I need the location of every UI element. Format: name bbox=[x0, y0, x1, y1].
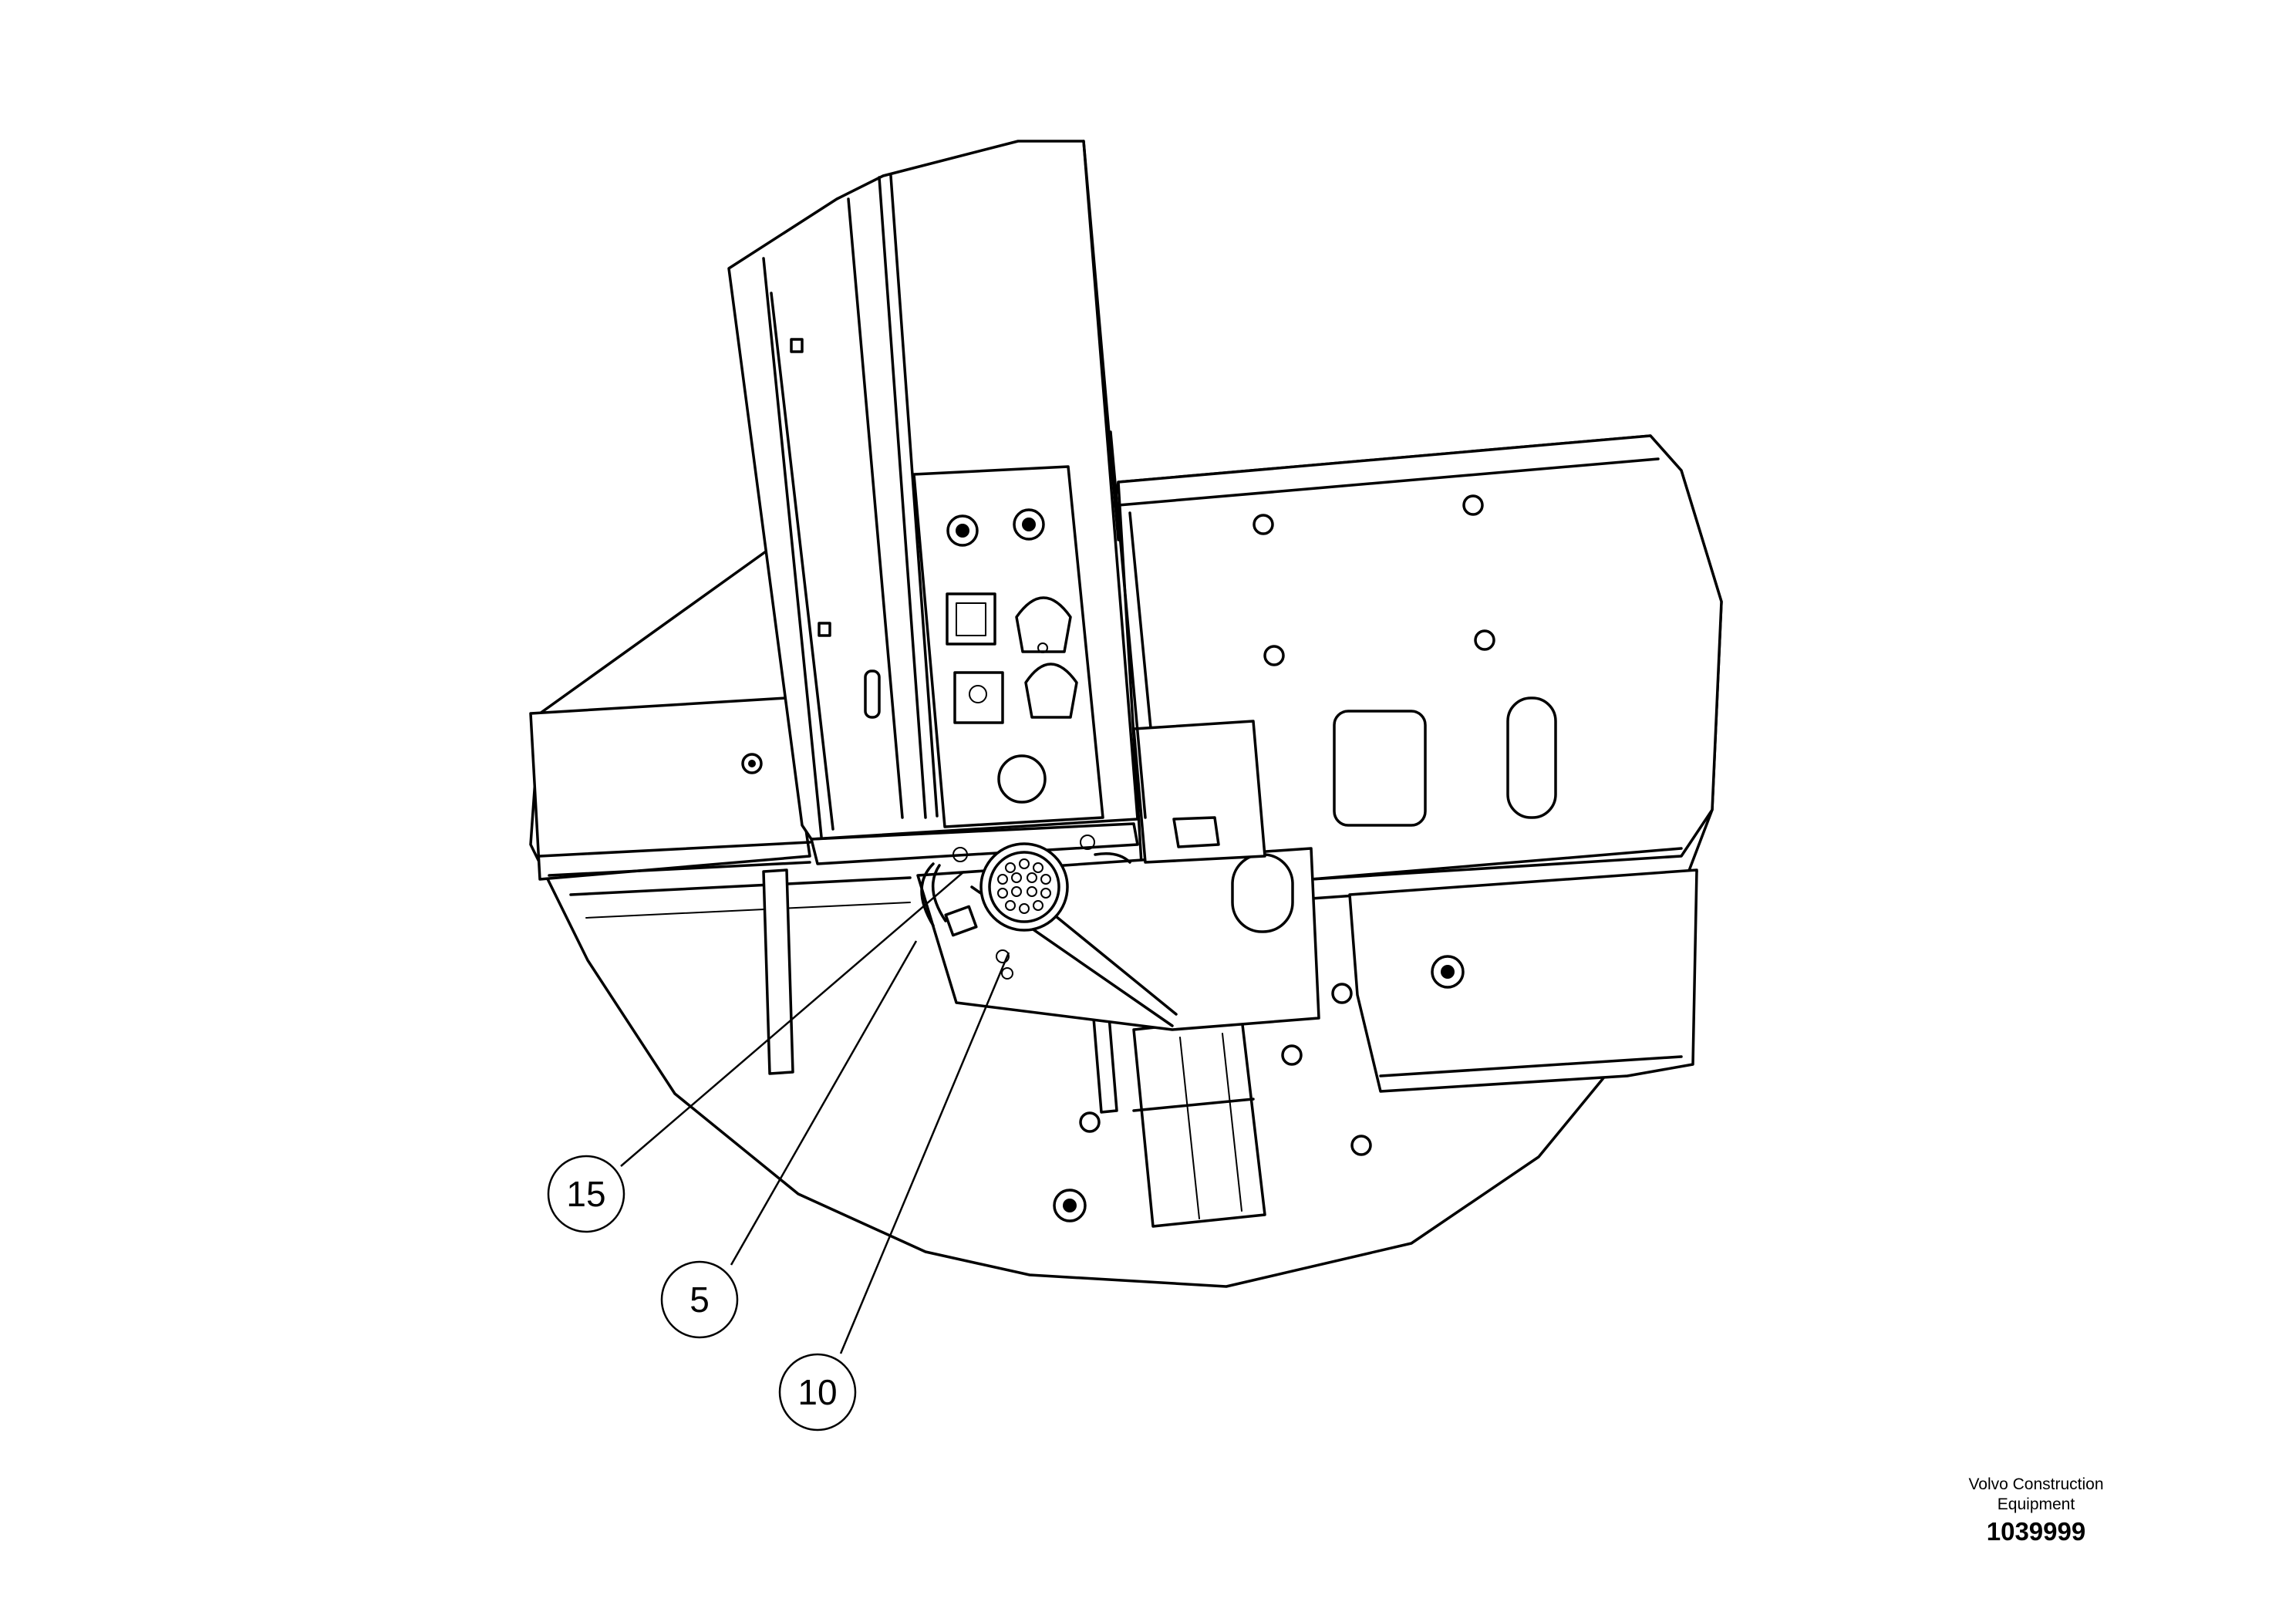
nut-icon bbox=[946, 514, 979, 547]
svg-text:15: 15 bbox=[566, 1174, 605, 1214]
nut-icon bbox=[1079, 1111, 1101, 1133]
control-box bbox=[727, 140, 1147, 865]
leader-line-15 bbox=[620, 871, 965, 1167]
socket-round-icon bbox=[1024, 663, 1078, 719]
socket-square-icon bbox=[946, 592, 996, 646]
callout-10: 10 bbox=[778, 1353, 857, 1431]
leader-line-5 bbox=[730, 940, 918, 1266]
right-plate bbox=[1053, 434, 1723, 1222]
leader-line-10 bbox=[839, 952, 1010, 1354]
svg-text:10: 10 bbox=[797, 1372, 837, 1412]
callout-15: 15 bbox=[547, 1155, 625, 1233]
callout-5: 5 bbox=[660, 1260, 739, 1339]
button-icon bbox=[997, 754, 1047, 804]
connector-icon bbox=[920, 835, 1131, 980]
brand-name: Volvo Construction bbox=[1968, 1475, 2104, 1493]
svg-text:5: 5 bbox=[689, 1280, 710, 1320]
brand-name-line2: Equipment bbox=[1997, 1496, 2075, 1513]
bolt-hole-icon bbox=[1431, 955, 1465, 989]
nut-icon bbox=[1013, 508, 1045, 541]
front-panel bbox=[912, 465, 1104, 828]
socket-square-icon bbox=[953, 671, 1004, 724]
left-beam bbox=[529, 696, 912, 919]
nut-icon bbox=[1331, 983, 1353, 1004]
nut-icon bbox=[1281, 1044, 1303, 1066]
socket-round-icon bbox=[1015, 596, 1072, 653]
bolt-hole-icon bbox=[1253, 514, 1274, 535]
bolt-hole-icon bbox=[1350, 1135, 1372, 1156]
bolt-hole-icon bbox=[1263, 645, 1285, 666]
lower-bracket bbox=[762, 868, 1266, 1228]
drawing-number: 1039999 bbox=[1986, 1517, 2086, 1546]
nut-icon bbox=[1053, 1189, 1087, 1222]
bolt-hole-icon bbox=[1474, 629, 1495, 651]
bolt-hole-icon bbox=[1462, 494, 1484, 516]
